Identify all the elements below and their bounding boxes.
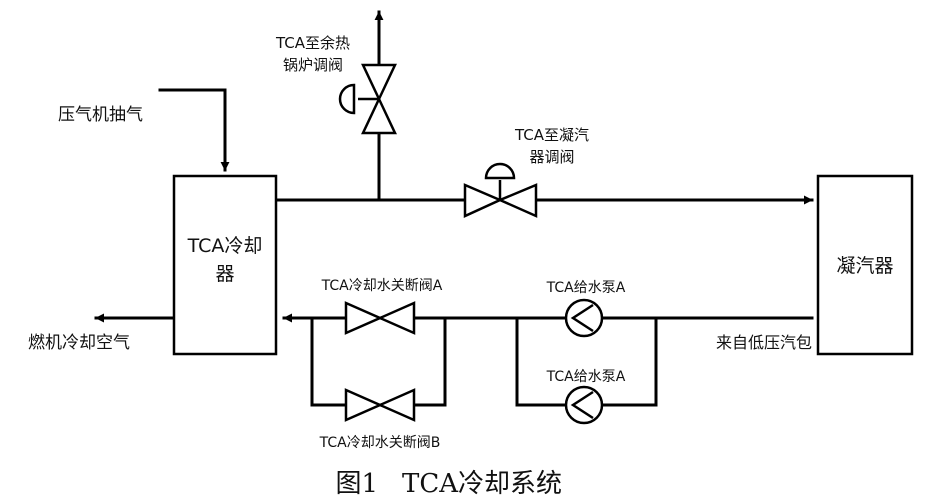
pump-bottom-label: TCA给水泵A: [546, 369, 626, 385]
tca-cooler-label-line1: TCA冷却: [187, 235, 263, 257]
feed-pump-top-icon: [564, 298, 604, 338]
feed-pump-bottom-icon: [564, 385, 604, 425]
figure-title: TCA冷却系统: [402, 469, 562, 499]
tca-cooler-label-line2: 器: [215, 263, 234, 285]
compressor-extraction-line: [158, 88, 230, 172]
hrsg-valve-label-line2: 锅炉调阀: [283, 56, 343, 74]
from-lp-drum-label: 来自低压汽包: [716, 333, 812, 352]
cooling-air-label: 燃机冷却空气: [28, 333, 130, 353]
tca-cooler-box: [172, 174, 278, 356]
figure-number: 图1: [335, 469, 378, 499]
valve-bypass-right: [412, 316, 447, 407]
shutoff-valve-a-icon: [344, 301, 416, 335]
valve-bypass-left: [310, 316, 348, 407]
shutoff-valve-b-label: TCA冷却水关断阀B: [319, 435, 441, 451]
compressor-extraction-label: 压气机抽气: [58, 105, 143, 125]
condenser-box: [816, 174, 914, 356]
pump-bypass-right: [601, 316, 658, 407]
hrsg-valve-label-line1: TCA至余热: [275, 34, 350, 52]
shutoff-valve-a-label: TCA冷却水关断阀A: [321, 278, 443, 294]
pump-top-label: TCA给水泵A: [546, 280, 626, 296]
condenser-valve-label-line1: TCA至凝汽: [514, 126, 589, 144]
pump-bypass-left: [515, 316, 567, 407]
condenser-label: 凝汽器: [836, 255, 893, 277]
condenser-valve-label-line2: 器调阀: [529, 148, 574, 166]
hrsg-control-valve-icon: [338, 63, 397, 135]
shutoff-valve-b-icon: [344, 388, 416, 422]
condenser-control-valve-icon: [463, 162, 538, 218]
